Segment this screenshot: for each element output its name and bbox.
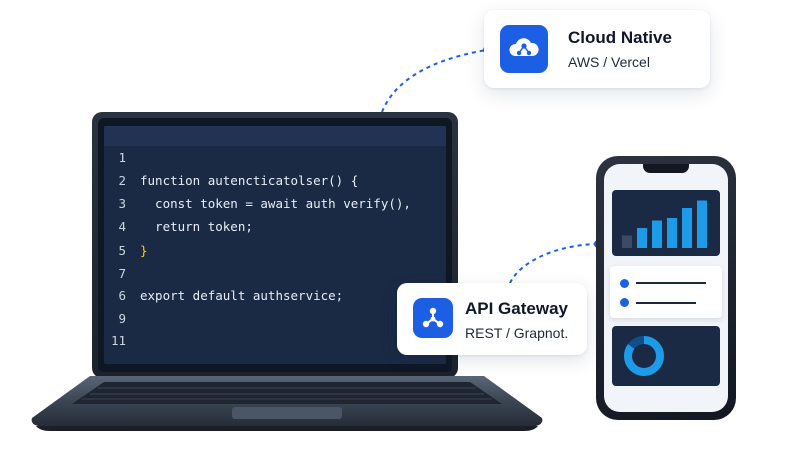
phone-chart-bar (637, 228, 647, 248)
editor-title-bar (104, 126, 446, 146)
code-line: 6 export default authservice; (104, 285, 446, 307)
line-number: 4 (118, 219, 126, 234)
connector-cloud (381, 49, 487, 113)
connector-api (509, 243, 599, 284)
code-line: 2 function autencticatolser() { (104, 170, 446, 192)
cloud-native-card: Cloud Native AWS / Vercel (484, 10, 710, 88)
code-text: function autencticatolser() { (140, 173, 359, 188)
list-item-bullet (620, 279, 629, 288)
code-line: 7 (104, 263, 446, 285)
phone-chart-bar (622, 235, 632, 248)
line-number: 9 (118, 311, 126, 326)
phone-chart-bar (667, 218, 677, 248)
api-gateway-card: API Gateway REST / Grapnot. (397, 283, 587, 355)
line-number: 6 (118, 288, 126, 303)
phone-chart-bar (697, 200, 707, 248)
phone-bar-chart-panel (612, 190, 720, 256)
phone-list-panel (610, 266, 722, 318)
phone-chart-bar (682, 208, 692, 248)
line-number: 7 (118, 266, 126, 281)
cloud-icon (500, 25, 548, 73)
phone-bar-chart (622, 200, 707, 248)
code-editor: 1 2 function autencticatolser() { 3 const… (104, 126, 446, 364)
code-line: 1 (104, 147, 446, 169)
line-number: 11 (110, 333, 126, 348)
code-line: 9 (104, 308, 446, 330)
line-number: 2 (118, 173, 126, 188)
api-gateway-title: API Gateway (465, 299, 568, 318)
list-item-line (636, 282, 706, 284)
cloud-native-subtitle: AWS / Vercel (568, 54, 650, 70)
network-hub-icon (413, 298, 453, 338)
phone-chart-bar (652, 220, 662, 248)
phone-donut-panel (612, 326, 720, 386)
code-line: 4 return token; (104, 216, 446, 238)
code-text: } (140, 243, 148, 258)
list-item-bullet (620, 298, 629, 307)
line-number: 5 (118, 243, 126, 258)
cloud-native-title: Cloud Native (568, 28, 672, 47)
laptop-keyboard-base (31, 376, 543, 431)
list-item-line (636, 302, 696, 304)
code-line: 11 (104, 330, 446, 352)
code-text: const token = await auth verify(), (140, 196, 411, 211)
line-number: 3 (118, 196, 126, 211)
code-line: 3 const token = await auth verify(), (104, 193, 446, 215)
code-text: return token; (140, 219, 253, 234)
donut-chart-icon (624, 336, 664, 376)
code-line: 5} (104, 240, 446, 262)
phone-notch (643, 164, 689, 173)
api-gateway-subtitle: REST / Grapnot. (465, 325, 569, 341)
phone-screen (604, 164, 728, 412)
line-number: 1 (118, 150, 126, 165)
code-text: export default authservice; (140, 288, 344, 303)
